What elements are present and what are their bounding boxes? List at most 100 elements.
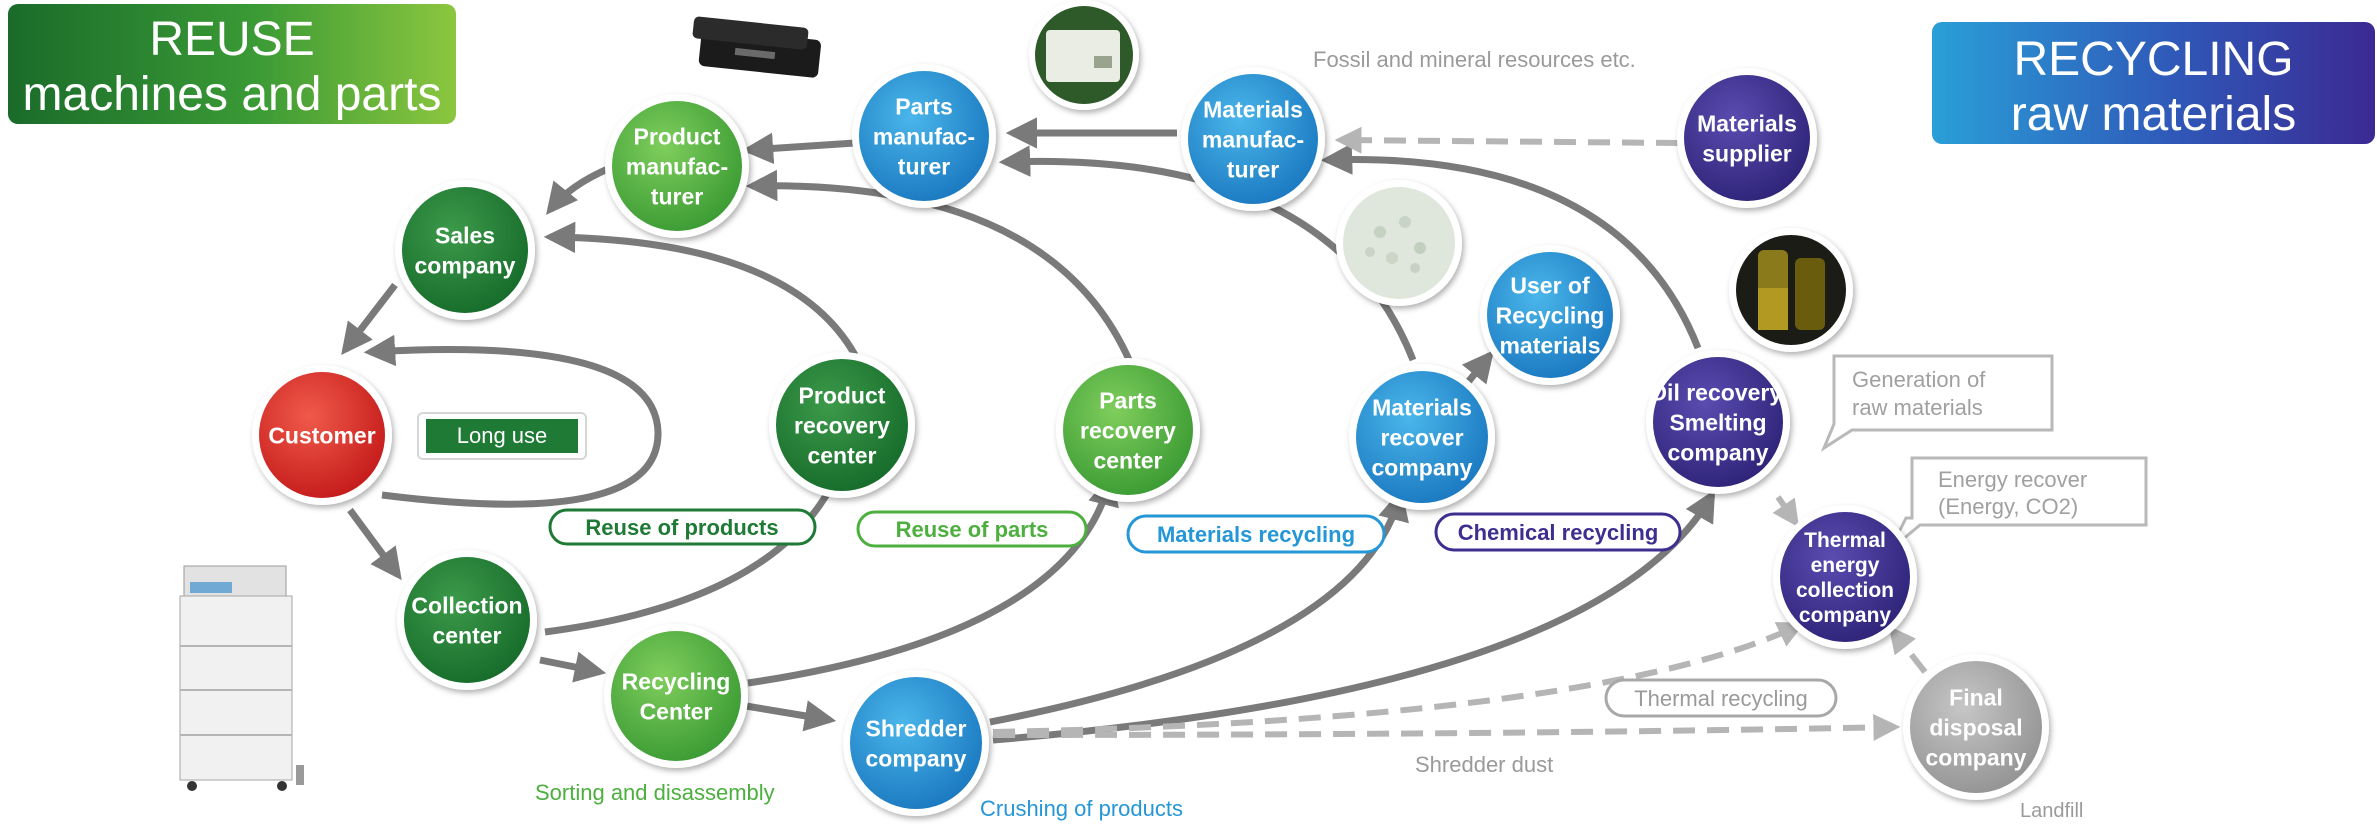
node-label-line: materials (1499, 332, 1600, 358)
landfill-caption: Landfill (2020, 800, 2083, 822)
node-label-line: Center (640, 698, 713, 724)
sorting-caption: Sorting and disassembly (535, 780, 775, 805)
arrow-recycling-to-parts-recovery (747, 473, 1119, 687)
node-customer: Customer (252, 365, 392, 505)
node-disc (1356, 371, 1488, 503)
node-label-line: center (432, 622, 501, 648)
node-label-line: disposal (1929, 714, 2022, 740)
node-label-line: manufac- (873, 123, 975, 149)
node-label-line: manufac- (1202, 126, 1304, 152)
long-use-label: Long use (457, 423, 548, 448)
materials-recycling-pill: Materials recycling (1126, 514, 1386, 554)
shredder-dust-caption: Shredder dust (1415, 752, 1553, 777)
node-disc (612, 101, 742, 231)
node-disc (1653, 357, 1783, 487)
node-label-line: User of (1510, 272, 1590, 298)
node-label-line: Parts (895, 93, 953, 119)
copier-machine-image (179, 565, 304, 791)
recycling-banner-title: RECYCLING (2013, 33, 2294, 86)
node-label-line: company (1372, 454, 1473, 480)
node-label-line: company (1799, 604, 1892, 627)
node-label-line: Recycling (1496, 302, 1605, 328)
dashed-flows (992, 126, 1928, 741)
arrow-oil-to-thermal (1772, 495, 1800, 528)
node-label-line: recovery (794, 412, 890, 438)
node-label-line: company (1668, 439, 1769, 465)
node-sales-company: Sales company (395, 180, 535, 320)
node-layer: CustomerSalescompanyProductmanufac-turer… (252, 64, 2049, 816)
node-label-line: turer (651, 183, 703, 209)
long-use-loop (363, 334, 662, 508)
node-label-line: center (1093, 447, 1162, 473)
node-label-line: Parts (1099, 387, 1157, 413)
node-parts-recovery-center: Parts recovery center (1056, 358, 1200, 502)
node-label-line: Product (799, 382, 886, 408)
reuse-banner-title: REUSE (149, 13, 315, 66)
node-label-line: Collection (411, 592, 522, 618)
arrow-collection-to-product-recovery (544, 457, 848, 636)
node-label-line: company (866, 745, 967, 771)
node-disc (402, 187, 528, 313)
node-product-recovery-center: Product recovery center (769, 352, 915, 498)
reuse-banner-subtitle: machines and parts (22, 68, 442, 122)
arrow-supplier-to-materials-manufacturer (1334, 126, 1679, 154)
node-label-line: Sales (435, 222, 495, 248)
generation-callout-line-1: Generation of (1852, 367, 1986, 392)
arrow-parts-recovery-to-product-manufacturer (745, 169, 1134, 364)
node-label-line: Oil recovery, (1649, 379, 1787, 405)
node-label-line: Materials (1372, 394, 1472, 420)
node-label-line: company (415, 252, 516, 278)
node-label-line: center (807, 442, 876, 468)
node-disc (1780, 512, 1910, 642)
node-disc (1684, 75, 1810, 201)
node-disc (404, 557, 530, 683)
reuse-of-products-pill: Reuse of products (548, 508, 817, 546)
node-label-line: energy (1811, 554, 1880, 577)
node-label-line: Thermal (1804, 529, 1886, 552)
node-materials-manufacturer: Materials manufac-turer (1181, 67, 1325, 211)
node-label-line: Customer (268, 422, 375, 448)
node-disc (859, 71, 989, 201)
node-collection-center: Collection center (397, 550, 537, 690)
node-disc (1188, 74, 1318, 204)
node-label-line: recovery (1080, 417, 1176, 443)
energy-callout-line-2: (Energy, CO2) (1938, 494, 2078, 519)
node-label-line: Product (634, 123, 721, 149)
arrow-product-manufacturer-to-sales (546, 164, 612, 215)
chemical-recycling-label: Chemical recycling (1458, 520, 1659, 545)
arrow-oil-recovery-to-materials-manufacturer (1320, 143, 1702, 350)
node-label-line: recover (1380, 424, 1463, 450)
energy-callout: Energy recover (Energy, CO2) (1888, 456, 2148, 552)
generation-callout: Generation of raw materials (1820, 354, 2054, 452)
arrow-sales-to-customer (341, 282, 398, 355)
node-disc (1063, 365, 1193, 495)
fossil-caption: Fossil and mineral resources etc. (1313, 47, 1636, 72)
arrow-recycling-to-shredder (739, 700, 837, 732)
node-label-line: Recycling (622, 668, 731, 694)
node-shredder-company: Shredder company (843, 670, 989, 816)
arrow-shredder-to-final-disposal (992, 713, 1901, 741)
node-label-line: turer (898, 153, 950, 179)
node-disc (259, 372, 385, 498)
thermal-recycling-label: Thermal recycling (1634, 686, 1808, 711)
long-use-badge: Long use (417, 412, 587, 460)
node-disc (611, 631, 741, 761)
printer-cartridge-image (692, 16, 821, 78)
node-label-line: company (1926, 744, 2027, 770)
node-parts-manufacturer: Parts manufac-turer (852, 64, 996, 208)
arrow-collection-to-recycling (539, 651, 607, 683)
node-label-line: Materials (1203, 96, 1303, 122)
recycling-banner-subtitle: raw materials (2010, 88, 2297, 142)
arrow-parts-manufacturer-to-product-manufacturer (741, 132, 856, 165)
part-photo-image (1029, 0, 1139, 110)
node-disc (850, 677, 982, 809)
node-label-line: Shredder (866, 715, 967, 741)
arrow-customer-to-collection (347, 507, 402, 581)
node-label-line: turer (1227, 156, 1279, 182)
